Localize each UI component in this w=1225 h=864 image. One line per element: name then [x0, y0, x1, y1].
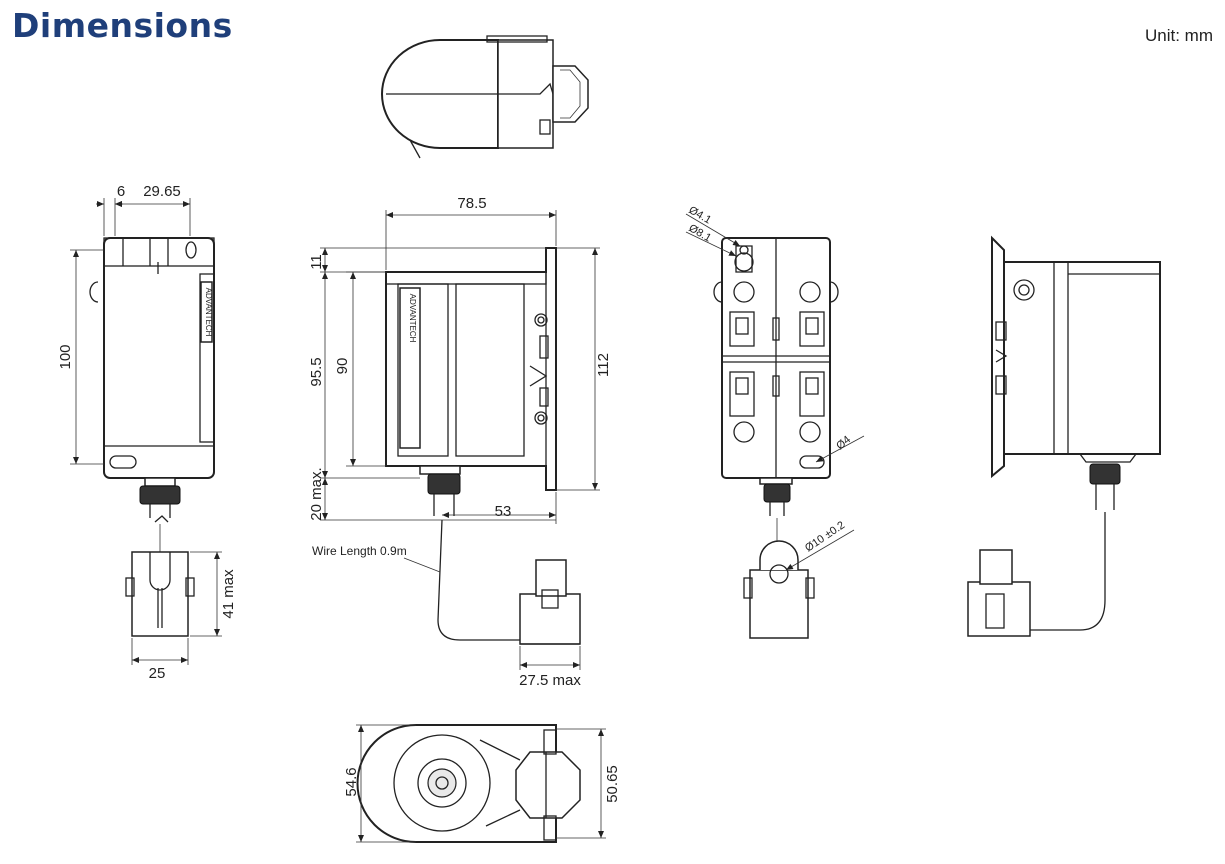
- dim-53: 53: [495, 503, 512, 520]
- hole-4-1-label: Ø4.1: [687, 204, 714, 226]
- front-view-dimensions: 78.5 11 95.5 90 112 20 max. 53 Wire Leng…: [308, 195, 612, 689]
- bottom-view-dimensions: 54.6 50.65: [343, 724, 621, 843]
- dim-41-max: 41 max: [220, 569, 237, 619]
- dim-6: 6: [117, 183, 125, 200]
- top-view: [381, 35, 589, 159]
- page-title: Dimensions: [12, 6, 233, 45]
- hole-8-1-label: Ø8.1: [687, 222, 714, 244]
- rear-view: [713, 237, 839, 639]
- dim-25: 25: [149, 665, 166, 682]
- dim-54-6: 54.6: [343, 767, 360, 796]
- dim-112: 112: [595, 353, 612, 377]
- dim-100: 100: [57, 344, 74, 369]
- dim-29-65: 29.65: [143, 183, 181, 200]
- dim-27-5-max: 27.5 max: [519, 672, 581, 689]
- left-side-view: ADVANTECH: [89, 237, 215, 637]
- dim-20-max: 20 max.: [308, 467, 325, 520]
- dim-78-5: 78.5: [457, 195, 486, 212]
- left-view-dimensions: 6 29.65 100 41 max 25: [57, 183, 237, 682]
- dim-90: 90: [334, 358, 351, 375]
- wire-length-label: Wire Length 0.9m: [312, 544, 407, 558]
- clamp-diameter-label: Ø10 ±0.2: [803, 519, 847, 554]
- right-side-view: [967, 235, 1161, 637]
- dim-95-5: 95.5: [308, 357, 325, 386]
- bottom-view: [356, 724, 581, 843]
- brand-label-front: ADVANTECH: [408, 294, 417, 343]
- unit-label: Unit: mm: [1145, 26, 1213, 45]
- brand-label-side: ADVANTECH: [204, 288, 213, 337]
- rear-view-dimensions: Ø4.1 Ø8.1 Ø4 Ø10 ±0.2: [685, 204, 865, 571]
- dim-50-65: 50.65: [604, 765, 621, 803]
- hole-4-label: Ø4: [834, 434, 853, 453]
- front-view: ADVANTECH: [385, 247, 581, 645]
- dim-11: 11: [308, 254, 325, 270]
